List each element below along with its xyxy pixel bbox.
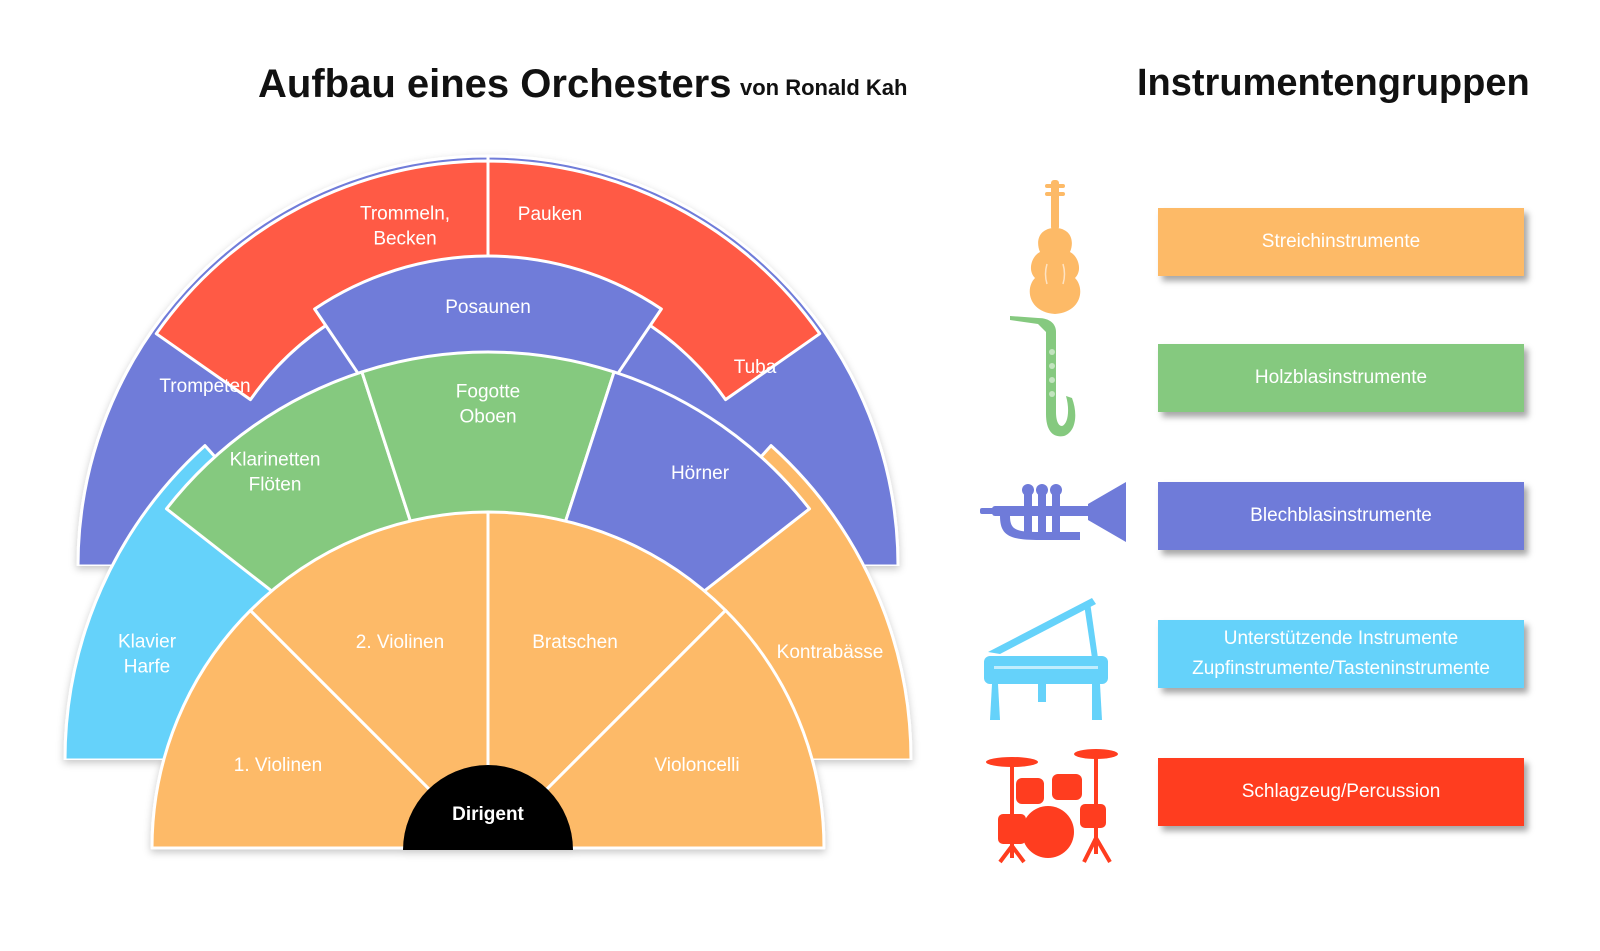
trumpet-icon [980,452,1130,592]
section-label-bratschen: Bratschen [532,632,618,653]
section-label-posaunen: Posaunen [445,297,531,318]
section-label-tuba: Tuba [734,357,777,378]
legend-box: Schlagzeug/Percussion [1158,758,1524,826]
section-label-trommeln: Becken [373,229,436,250]
section-label-klarinetten: Flöten [249,475,302,496]
legend-label: Streichinstrumente [1261,231,1421,252]
section-label-pauken: Pauken [518,204,582,225]
section-bratschen [486,510,728,850]
page-title: Aufbau eines Orchesters [258,62,732,106]
dirigent-podium [403,765,573,850]
drum-kit-icon [980,728,1130,868]
section-label-kontrabaesse: Kontrabässe [777,642,884,663]
legend-box: Blechblasinstrumente [1158,482,1524,550]
orchestra-diagram: Trompeten Tuba Trommeln, Becken PaukenPosaun… [63,154,913,850]
legend-box: Holzblasinstrumente [1158,344,1524,412]
section-label-klavier: Klavier [118,632,177,653]
author-credit: von Ronald Kah [740,75,908,100]
section-labels: Trompeten Tuba Trommeln, Becken PaukenPosaun… [118,204,883,826]
section-label-violinen2: 2. Violinen [356,632,444,653]
section-label-violinen1: 1. Violinen [234,755,322,776]
section-label-trompeten: Trompeten [159,376,250,397]
legend-row: Blechblasinstrumente [980,482,1540,554]
violin-icon [980,178,1130,318]
legend-row: Schlagzeug/Percussion [980,749,1540,864]
section-label-violoncelli: Violoncelli [654,755,739,776]
legend-label: Unterstützende Instrumente [1223,628,1459,649]
dirigent-label: Dirigent [452,804,524,825]
section-label-hoerner: Hörner [671,463,730,484]
section-label-fagotte: Oboen [459,407,516,428]
section-violinen1 [150,608,490,850]
section-label-fagotte: Fogotte [456,382,520,403]
section-violinen2 [248,510,490,850]
legend-label: Holzblasinstrumente [1254,367,1428,388]
legend-row: Streichinstrumente [980,180,1540,314]
legend-box: Streichinstrumente [1158,208,1524,276]
legend-row: Holzblasinstrumente [980,316,1540,437]
grand-piano-icon [980,590,1130,730]
legend-label: Schlagzeug/Percussion [1241,781,1441,802]
seating-sections [63,154,913,850]
legend-title: Instrumentengruppen [1137,62,1530,104]
section-label-klavier: Harfe [124,657,170,678]
section-label-trommeln: Trommeln, [360,204,450,225]
saxophone-icon [980,314,1130,454]
legend-label: Zupfinstrumente/Tasteninstrumente [1192,658,1490,679]
section-violoncelli [486,608,826,850]
legend-label: Blechblasinstrumente [1250,505,1432,526]
section-label-klarinetten: Klarinetten [230,450,321,471]
